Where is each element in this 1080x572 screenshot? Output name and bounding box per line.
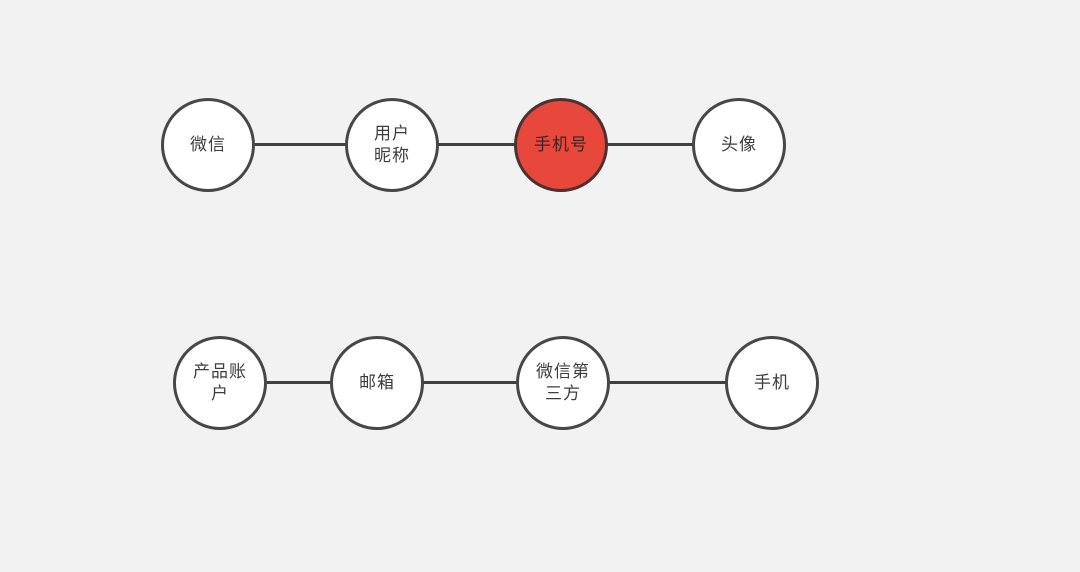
node-wechat: 微信 [161, 98, 255, 192]
node-label: 产品账 户 [193, 362, 247, 403]
connector-line-row2 [220, 381, 772, 384]
node-label: 手机 [754, 373, 790, 392]
node-user-nickname: 用户 昵称 [345, 98, 439, 192]
node-email: 邮箱 [330, 336, 424, 430]
node-label: 手机号 [534, 135, 588, 154]
node-label: 头像 [721, 135, 757, 154]
connector-line-row1 [207, 143, 739, 146]
node-label: 用户 昵称 [374, 124, 410, 165]
node-wechat-third-party: 微信第 三方 [516, 336, 610, 430]
node-label: 邮箱 [359, 373, 395, 392]
node-avatar: 头像 [692, 98, 786, 192]
node-label: 微信 [190, 135, 226, 154]
node-phone-number-highlighted: 手机号 [514, 98, 608, 192]
node-label: 微信第 三方 [536, 362, 590, 403]
node-product-account: 产品账 户 [173, 336, 267, 430]
node-mobile-phone: 手机 [725, 336, 819, 430]
